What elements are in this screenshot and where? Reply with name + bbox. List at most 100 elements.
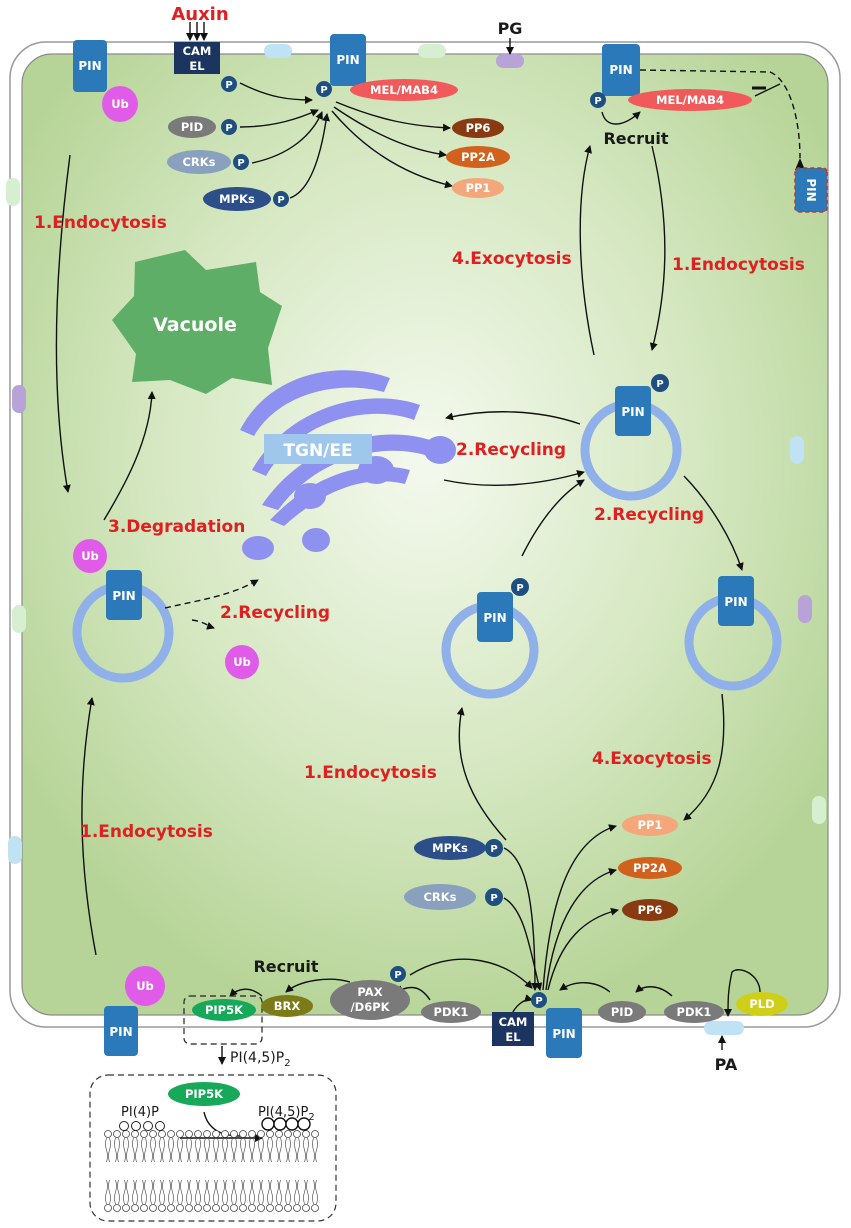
pid-bottom: PID xyxy=(598,1001,646,1023)
svg-text:MEL/MAB4: MEL/MAB4 xyxy=(656,93,724,107)
svg-text:P: P xyxy=(277,195,284,206)
pld: PLD xyxy=(736,992,788,1016)
recycling-right: 2.Recycling xyxy=(594,505,704,525)
recycling-tgn: 2.Recycling xyxy=(456,440,566,460)
p-badge-camel-top: P xyxy=(221,76,237,92)
svg-text:CRKs: CRKs xyxy=(182,155,215,169)
recruit-top-label: Recruit xyxy=(603,129,668,148)
svg-text:PIN: PIN xyxy=(724,595,747,609)
recycling-left: 2.Recycling xyxy=(220,603,330,623)
arrows xyxy=(55,22,805,1142)
svg-text:PP6: PP6 xyxy=(638,903,663,917)
svg-text:PP2A: PP2A xyxy=(461,150,495,164)
svg-text:PP6: PP6 xyxy=(466,121,491,135)
exocytosis-bottom: 4.Exocytosis xyxy=(592,749,712,769)
vacuole-shape xyxy=(112,250,282,394)
svg-text:CAM: CAM xyxy=(183,44,212,58)
svg-text:MPKs: MPKs xyxy=(432,841,468,855)
recruit-bottom-label: Recruit xyxy=(253,957,318,976)
svg-text:MPKs: MPKs xyxy=(219,192,255,206)
endocytosis-mid: 1.Endocytosis xyxy=(304,763,437,783)
svg-text:PLD: PLD xyxy=(749,997,774,1011)
svg-text:PP1: PP1 xyxy=(638,818,663,832)
svg-text:PP1: PP1 xyxy=(466,181,491,195)
pdk1-bottom-right: PDK1 xyxy=(664,1001,724,1023)
svg-text:PIN: PIN xyxy=(552,1027,575,1041)
svg-text:P: P xyxy=(320,85,327,96)
p-badge-bottom-left: P xyxy=(390,966,406,982)
svg-text:P: P xyxy=(490,893,497,904)
exocytosis-top: 4.Exocytosis xyxy=(452,249,572,269)
lipid-bilayer xyxy=(104,1117,319,1212)
svg-text:P: P xyxy=(394,970,401,981)
degradation-label: 3.Degradation xyxy=(108,517,245,537)
ub-released: Ub xyxy=(225,645,259,679)
inset-box xyxy=(89,1074,337,1222)
pp1-bottom: PP1 xyxy=(622,814,678,836)
svg-text:EL: EL xyxy=(505,1030,521,1044)
membrane-patches xyxy=(6,44,826,1035)
crks-top: CRKs P xyxy=(167,150,249,174)
p-badge-pin-top-right: P xyxy=(590,92,606,108)
auxin-label: Auxin xyxy=(171,4,228,25)
mel-mab4-top-right: MEL/MAB4 xyxy=(628,89,752,111)
svg-text:PIP5K: PIP5K xyxy=(205,1003,244,1017)
svg-text:PIN: PIN xyxy=(109,1025,132,1039)
svg-text:PID: PID xyxy=(611,1005,633,1019)
pip5k-inset: PIP5K xyxy=(168,1082,240,1106)
pin-left-vesicle: PIN xyxy=(106,570,142,620)
pp6-bottom: PP6 xyxy=(622,899,678,921)
svg-text:PIN: PIN xyxy=(78,59,101,73)
svg-text:EL: EL xyxy=(189,59,205,73)
svg-text:PDK1: PDK1 xyxy=(677,1005,712,1019)
svg-text:P: P xyxy=(535,996,542,1007)
pin-mid-vesicle: PIN P xyxy=(477,578,529,642)
svg-text:Ub: Ub xyxy=(233,655,251,669)
ub-bottom-left: Ub xyxy=(125,966,165,1006)
svg-text:BRX: BRX xyxy=(274,999,301,1013)
svg-text:PIN: PIN xyxy=(112,589,135,603)
brx: BRX xyxy=(261,995,313,1017)
endocytosis-top-left: 1.Endocytosis xyxy=(34,213,167,233)
crks-bottom: CRKs P xyxy=(404,884,503,910)
svg-text:MEL/MAB4: MEL/MAB4 xyxy=(370,83,438,97)
pi4p-label: PI(4)P xyxy=(121,1105,159,1120)
svg-text:P: P xyxy=(516,583,523,594)
svg-text:PIN: PIN xyxy=(483,611,506,625)
pdk1-bottom-left: PDK1 xyxy=(421,1001,481,1023)
svg-text:PID: PID xyxy=(181,120,203,134)
pin-top-right: PIN xyxy=(602,44,640,96)
svg-text:CAM: CAM xyxy=(499,1015,528,1029)
pp2a-top: PP2A xyxy=(446,146,510,168)
p-badge-pin-bottom: P xyxy=(531,992,547,1008)
pin-center-vesicle: PIN P xyxy=(615,374,669,436)
mel-mab4-top-center: MEL/MAB4 xyxy=(350,79,458,101)
pi45p2-inset-label: PI(4,5)P2 xyxy=(258,1105,315,1123)
ub-left-vesicle: Ub xyxy=(73,539,107,573)
mpks-top: MPKs P xyxy=(203,187,289,211)
pp2a-bottom: PP2A xyxy=(618,857,682,879)
svg-text:Ub: Ub xyxy=(81,549,99,563)
svg-text:P: P xyxy=(490,844,497,855)
svg-text:P: P xyxy=(594,96,601,107)
pin-right-vesicle: PIN xyxy=(718,576,754,626)
pi45p2-arrow-label: PI(4,5)P2 xyxy=(230,1050,291,1069)
endocytosis-bottom-left: 1.Endocytosis xyxy=(80,822,213,842)
camel-bottom: CAM EL xyxy=(492,1012,534,1046)
svg-text:P: P xyxy=(656,379,663,390)
svg-text:PIN: PIN xyxy=(336,53,359,67)
pip5k-membrane: PIP5K xyxy=(192,999,256,1021)
pid-top: PID P xyxy=(168,116,237,138)
pip5k-box xyxy=(183,995,263,1045)
p-badge-pin-top-center: P xyxy=(316,81,332,97)
svg-text:PIN: PIN xyxy=(621,405,644,419)
svg-text:PIN: PIN xyxy=(609,63,632,77)
tgn-ee-box xyxy=(264,434,372,464)
svg-text:Ub: Ub xyxy=(111,97,129,111)
endocytosis-top-right: 1.Endocytosis xyxy=(672,255,805,275)
svg-text:PDK1: PDK1 xyxy=(434,1005,469,1019)
svg-text:Ub: Ub xyxy=(136,979,154,993)
pin-lateral-right: PIN xyxy=(794,167,828,213)
svg-text:P: P xyxy=(225,123,232,134)
